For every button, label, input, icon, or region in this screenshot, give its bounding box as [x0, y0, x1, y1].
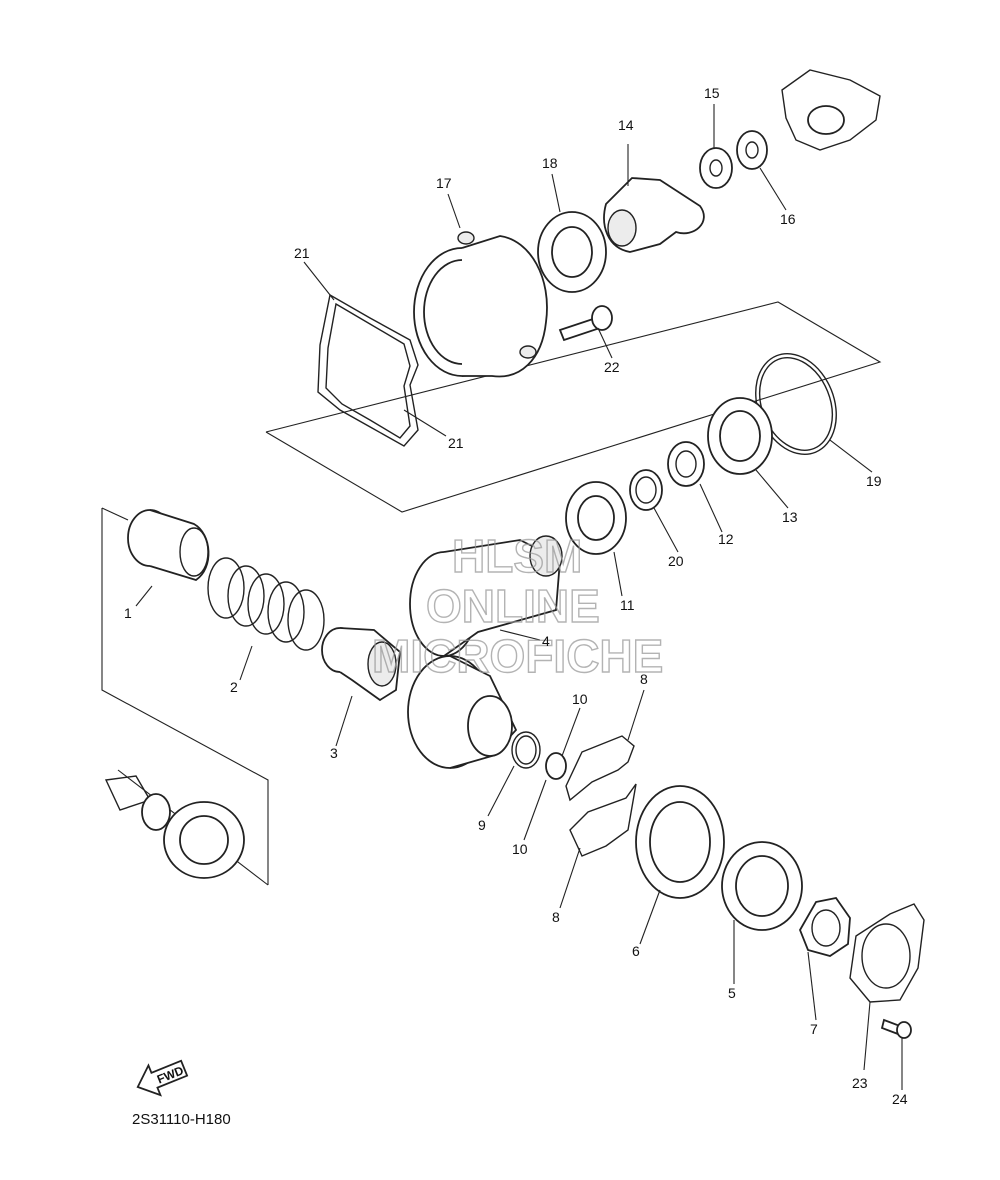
callout-2: 2 — [230, 679, 238, 695]
callout-4: 4 — [542, 633, 550, 649]
watermark-line-1: HLSM — [452, 530, 582, 582]
callout-23: 23 — [852, 1075, 868, 1091]
callout-14: 14 — [618, 117, 634, 133]
callout-12: 12 — [718, 531, 734, 547]
callout-8-upper: 8 — [640, 671, 648, 687]
callout-1: 1 — [124, 605, 132, 621]
callout-21-lower: 21 — [448, 435, 464, 451]
bearing-5 — [721, 841, 803, 931]
drawing-code: 2S31110-H180 — [132, 1111, 231, 1128]
shaft-and-bearing-assembly — [104, 775, 245, 879]
callout-7: 7 — [810, 1021, 818, 1037]
drive-pinion-gear-4 — [409, 535, 563, 657]
callout-19: 19 — [866, 473, 882, 489]
callout-17: 17 — [436, 175, 452, 191]
watermark: HLSM ONLINE MICROFICHE — [371, 529, 664, 682]
callout-22: 22 — [604, 359, 620, 375]
leader-lines — [135, 104, 903, 1090]
plate-8 — [565, 735, 637, 857]
spacer-1 — [127, 509, 210, 581]
oil-seal-18 — [537, 211, 607, 293]
group-outline-upper — [265, 301, 882, 513]
callout-18: 18 — [542, 155, 558, 171]
yoke-14 — [603, 177, 705, 253]
callout-21-upper: 21 — [294, 245, 310, 261]
callout-20: 20 — [668, 553, 684, 569]
callout-8-lower: 8 — [552, 909, 560, 925]
callout-24: 24 — [892, 1091, 908, 1107]
callout-labels: 1 2 3 4 5 6 7 8 8 9 10 10 11 12 13 14 15… — [124, 85, 908, 1107]
washer-15 — [699, 147, 733, 189]
callout-15: 15 — [704, 85, 720, 101]
nut-16 — [736, 130, 768, 170]
watermark-line-3: MICROFICHE — [372, 630, 663, 682]
universal-joint — [781, 69, 881, 151]
callout-13: 13 — [782, 509, 798, 525]
bearing-13 — [707, 397, 773, 475]
callout-6: 6 — [632, 943, 640, 959]
callout-11: 11 — [620, 597, 635, 613]
callout-10-upper: 10 — [572, 691, 588, 707]
callout-3: 3 — [330, 745, 338, 761]
callout-9: 9 — [478, 817, 486, 833]
spring-2 — [207, 557, 325, 651]
gasket-21 — [317, 293, 419, 447]
callout-10-lower: 10 — [512, 841, 528, 857]
bolt-22 — [558, 305, 613, 342]
fwd-arrow-icon: FWD — [136, 1059, 189, 1097]
damper-cam-3 — [321, 627, 401, 702]
callout-16: 16 — [780, 211, 796, 227]
watermark-line-2: ONLINE — [426, 580, 600, 632]
bearing-retainer-6 — [635, 785, 725, 899]
nut-7 — [799, 897, 851, 957]
callout-5: 5 — [728, 985, 736, 1001]
middle-driven-gear — [407, 655, 518, 769]
retainer-10 — [545, 752, 567, 780]
gasket-23 — [849, 903, 925, 1003]
housing-17 — [413, 231, 548, 378]
bolt-24 — [880, 1018, 912, 1039]
shim-20 — [629, 469, 663, 511]
bearing-11 — [565, 481, 627, 555]
circlip-9 — [511, 731, 541, 769]
collar-12 — [667, 441, 705, 487]
